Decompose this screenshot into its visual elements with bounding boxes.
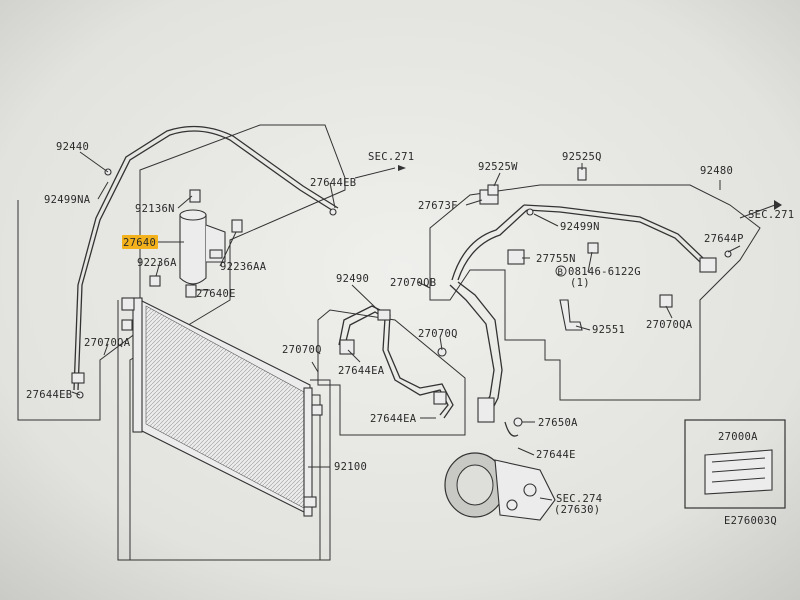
right-group-outline	[429, 184, 761, 401]
figure-code: E276003Q	[724, 515, 777, 527]
label-27070Q-a: 27070Q	[282, 344, 322, 356]
hose-group-92490-outline	[317, 309, 466, 436]
label-27070QA-right: 27070QA	[646, 319, 693, 331]
label-27644EB-top: 27644EB	[310, 177, 356, 189]
label-27673F: 27673F	[418, 200, 458, 212]
inset-27000A	[684, 419, 786, 509]
label-27644EA-b: 27644EA	[370, 413, 417, 425]
label-27644EA-a: 27644EA	[338, 365, 385, 377]
label-92136N: 92136N	[135, 203, 175, 215]
label-27640E: 27640E	[196, 288, 236, 300]
label-sec271-left: SEC.271	[368, 151, 414, 163]
pipe-92440	[71, 125, 339, 399]
label-27644EB-left: 27644EB	[26, 389, 72, 401]
label-27644E: 27644E	[536, 449, 576, 461]
label-92100: 92100	[334, 461, 367, 473]
label-sec274: SEC.274	[556, 493, 602, 505]
part-labels: 92440 92499NA 92136N 27640 92236A 92236A…	[26, 141, 794, 527]
label-sec271-right: SEC.271	[748, 209, 794, 221]
label-27755N: 27755N	[536, 253, 576, 265]
label-92525Q: 92525Q	[562, 151, 602, 163]
label-92440: 92440	[56, 141, 89, 153]
arrow-sec271-right	[774, 200, 782, 210]
label-08146: 08146-6122G	[568, 266, 641, 278]
label-27000A: 27000A	[718, 431, 758, 443]
label-92551: 92551	[592, 324, 625, 336]
label-92525W: 92525W	[478, 161, 518, 173]
part-27640-highlight	[122, 235, 158, 249]
small-parts-right	[479, 167, 673, 331]
label-92236A: 92236A	[137, 257, 177, 269]
label-27650A: 27650A	[538, 417, 578, 429]
arrow-sec271-left	[398, 165, 406, 171]
hose-92490	[338, 305, 454, 419]
compressor	[444, 452, 556, 521]
pipe-92480	[451, 204, 732, 281]
hose-suction	[449, 281, 523, 437]
label-27640: 27640	[123, 237, 156, 249]
label-27644P: 27644P	[704, 233, 744, 245]
label-92236AA: 92236AA	[220, 261, 267, 273]
receiver-drier-27640	[149, 189, 243, 298]
label-27070QA-left: 27070QA	[84, 337, 131, 349]
condenser-92100	[121, 297, 323, 517]
bolt-callout-08146: B 08146-6122G (1)	[555, 265, 641, 289]
leader-lines	[71, 151, 776, 501]
label-92499N: 92499N	[560, 221, 600, 233]
label-92490: 92490	[336, 273, 369, 285]
label-27070QB: 27070QB	[390, 277, 436, 289]
label-92480: 92480	[700, 165, 733, 177]
label-08146-b: B	[558, 268, 564, 278]
condenser-group-outline	[117, 300, 331, 561]
label-27070Q-b: 27070Q	[418, 328, 458, 340]
label-sec274-sub: (27630)	[554, 504, 600, 516]
label-92499NA: 92499NA	[44, 194, 91, 206]
label-08146-qty: (1)	[570, 277, 590, 289]
